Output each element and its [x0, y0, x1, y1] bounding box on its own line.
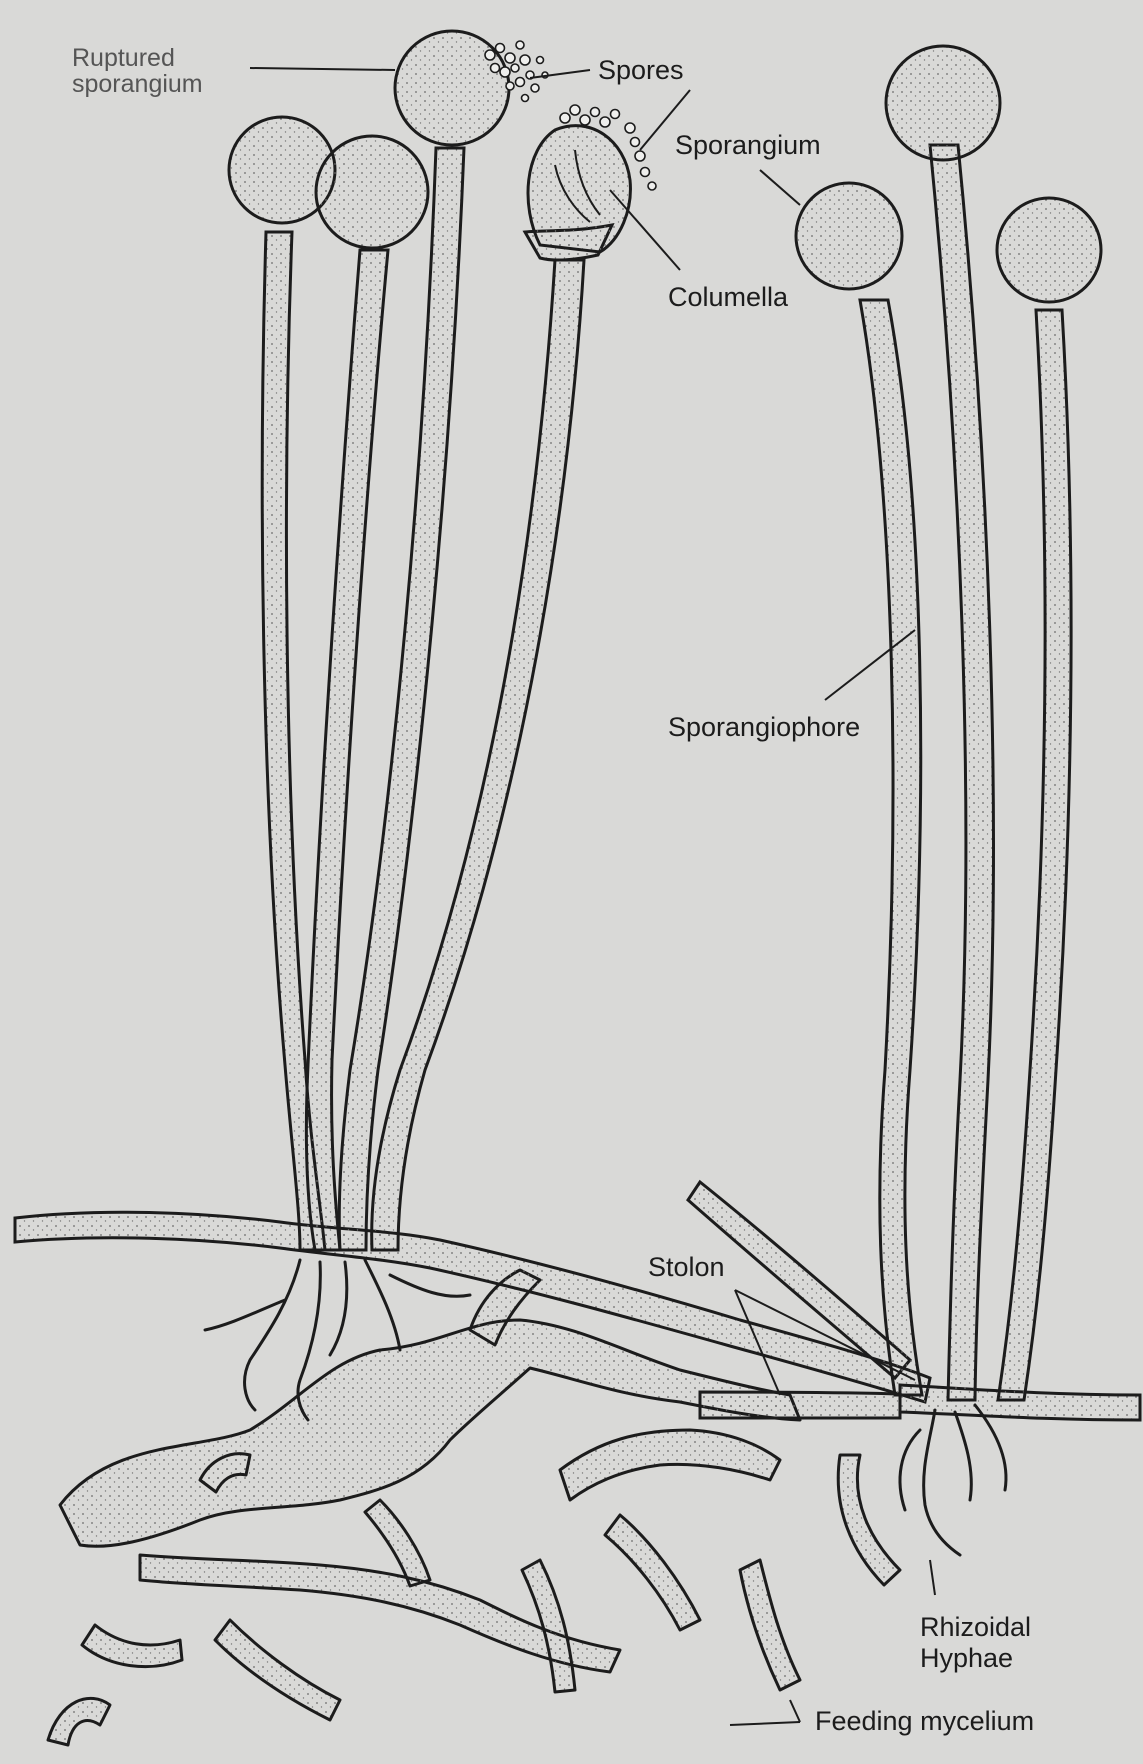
label-ruptured-sporangium: Ruptured sporangium	[72, 45, 252, 98]
label-sporangiophore: Sporangiophore	[668, 712, 860, 743]
sporangiophores	[262, 145, 1071, 1400]
label-spores: Spores	[598, 55, 684, 86]
label-rhizoidal: Rhizoidal	[920, 1612, 1031, 1643]
columella	[528, 126, 630, 252]
label-rhizoidal-hyphae: Rhizoidal Hyphae	[920, 1612, 1031, 1674]
label-feeding-mycelium: Feeding mycelium	[815, 1706, 1034, 1737]
label-hyphae: Hyphae	[920, 1643, 1031, 1674]
label-columella: Columella	[668, 282, 788, 313]
rhizoids-right	[900, 1405, 1006, 1555]
label-stolon: Stolon	[648, 1252, 725, 1283]
label-sporangium: Sporangium	[675, 130, 821, 161]
label-ruptured: Ruptured sporangium	[72, 45, 252, 98]
